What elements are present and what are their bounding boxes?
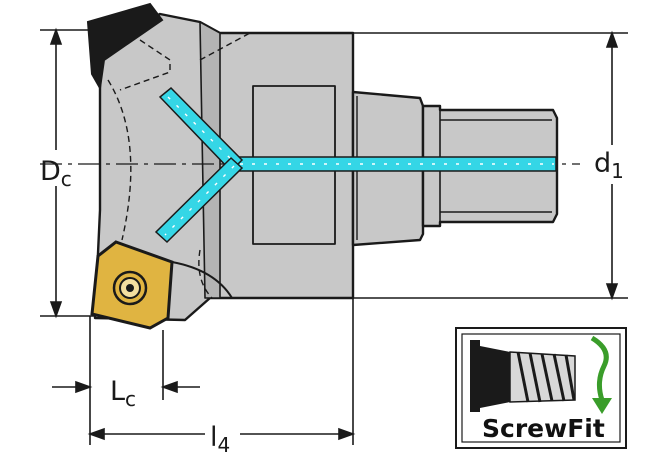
upper-insert bbox=[86, 2, 164, 92]
dimension-d1 bbox=[605, 30, 619, 301]
hidden-lines bbox=[107, 32, 251, 299]
screwfit-logo: ScrewFit bbox=[455, 327, 627, 449]
d1-label: d1 bbox=[594, 148, 624, 183]
dimension-dc bbox=[49, 27, 63, 319]
screw-graphic-icon bbox=[470, 340, 576, 412]
logo-label: ScrewFit bbox=[482, 414, 605, 443]
insert-seat-curve bbox=[171, 261, 233, 299]
l4-label: l4 bbox=[210, 422, 230, 457]
dc-label: Dc bbox=[40, 156, 72, 191]
coolant-main-bore bbox=[232, 156, 557, 172]
coolant-highlights bbox=[164, 96, 554, 236]
extension-lines bbox=[40, 29, 628, 445]
dimension-l4 bbox=[87, 427, 356, 441]
coolant-lower-branch bbox=[154, 156, 244, 244]
coolant-upper-branch bbox=[158, 86, 244, 173]
coolant-channels bbox=[154, 86, 557, 244]
dimension-lc bbox=[52, 380, 200, 394]
rotation-arrow-icon bbox=[590, 335, 612, 414]
lc-label: Lc bbox=[110, 376, 136, 411]
